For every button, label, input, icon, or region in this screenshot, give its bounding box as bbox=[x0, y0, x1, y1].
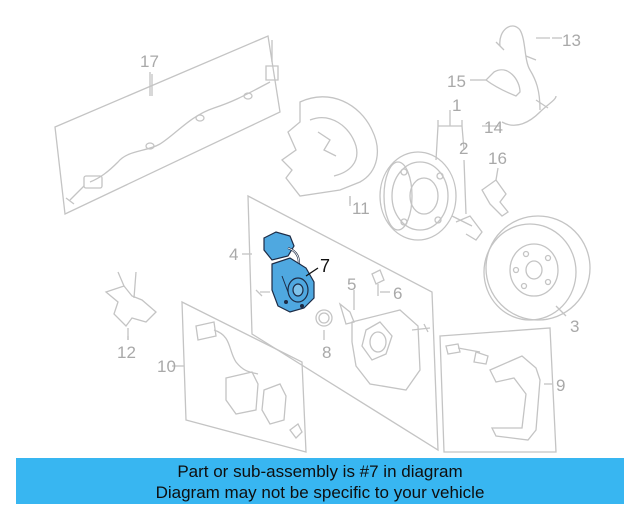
callout-11: 11 bbox=[352, 199, 370, 218]
mount-bracket bbox=[104, 271, 157, 340]
banner-line-2: Diagram may not be specific to your vehi… bbox=[155, 483, 485, 502]
callout-13: 13 bbox=[562, 31, 581, 50]
callout-6: 6 bbox=[393, 284, 402, 303]
callout-10: 10 bbox=[157, 357, 176, 376]
callout-labels: 1 2 3 4 5 6 7 8 9 10 11 12 13 14 15 16 1… bbox=[117, 31, 581, 395]
brake-hoses bbox=[470, 25, 562, 127]
dust-shield bbox=[280, 96, 378, 206]
hub-bearing bbox=[379, 110, 465, 241]
leader-lines bbox=[127, 74, 552, 385]
callout-5: 5 bbox=[347, 275, 356, 294]
callout-15: 15 bbox=[447, 72, 466, 91]
hub-bolt bbox=[451, 159, 483, 241]
callout-7: 7 bbox=[320, 256, 330, 276]
callout-12: 12 bbox=[117, 343, 136, 362]
info-banner: Part or sub-assembly is #7 in diagram Di… bbox=[16, 458, 624, 504]
callout-3: 3 bbox=[570, 317, 579, 336]
callout-17: 17 bbox=[140, 52, 159, 71]
pad-kit-panel bbox=[181, 300, 307, 453]
callout-4: 4 bbox=[229, 245, 238, 264]
hardware-kit-panel bbox=[439, 327, 557, 453]
callout-2: 2 bbox=[459, 139, 468, 158]
caliper-panel bbox=[247, 194, 439, 452]
callout-8: 8 bbox=[322, 343, 331, 362]
callout-9: 9 bbox=[556, 376, 565, 395]
part-7-brake-motor bbox=[263, 231, 319, 313]
banner-line-1: Part or sub-assembly is #7 in diagram bbox=[177, 462, 463, 481]
bracket-clip bbox=[481, 167, 509, 217]
callout-1: 1 bbox=[452, 96, 461, 115]
sensor-wire-panel bbox=[54, 35, 281, 215]
brake-disc bbox=[483, 215, 591, 321]
callout-16: 16 bbox=[488, 149, 507, 168]
callout-14: 14 bbox=[484, 118, 503, 137]
